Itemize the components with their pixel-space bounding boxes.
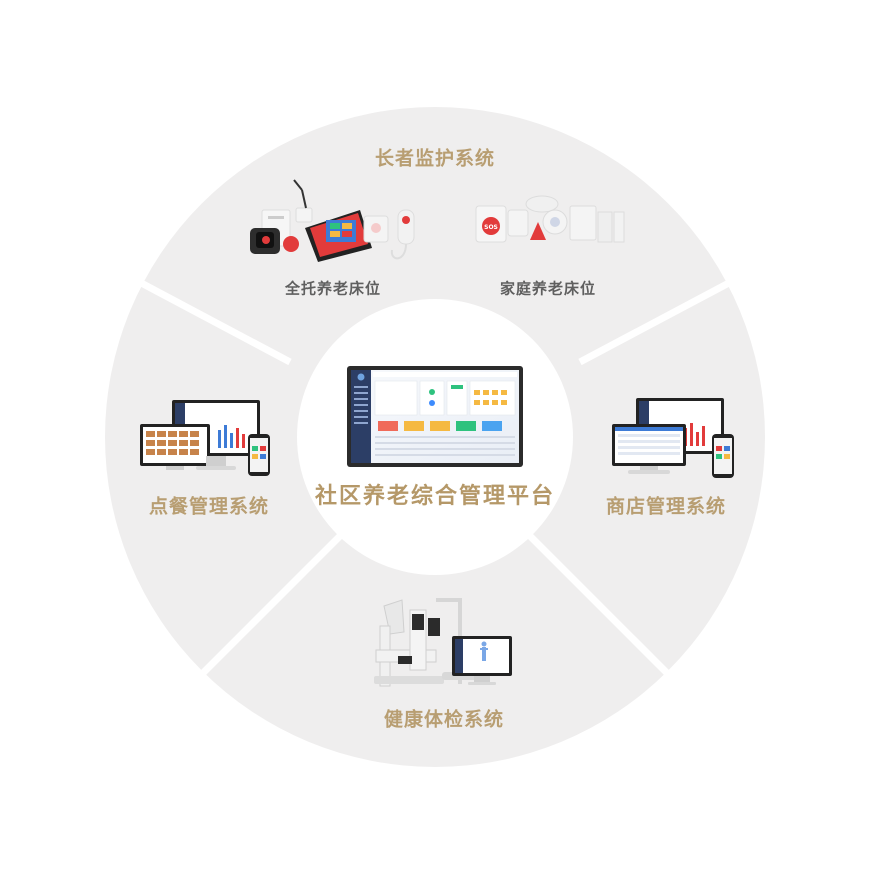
home-care-devices-illustration: SOS [475,195,625,243]
store-system-illustration [612,398,734,478]
segment-dividers [126,272,744,679]
center-monitor-illustration [347,366,523,467]
home-care-bed-label: 家庭养老床位 [499,279,597,298]
health-check-illustration [374,598,512,687]
full-care-devices-illustration [250,179,415,262]
center-platform-title: 社区养老综合管理平台 [314,484,556,509]
sos-text: SOS [484,224,498,231]
store-system-label: 商店管理系统 [605,495,727,518]
ordering-system-label: 点餐管理系统 [148,495,270,518]
ordering-system-illustration [140,400,270,476]
full-care-bed-label: 全托养老床位 [284,279,382,298]
elder-monitoring-system-label: 长者监护系统 [374,147,496,170]
health-check-system-label: 健康体检系统 [383,708,505,731]
